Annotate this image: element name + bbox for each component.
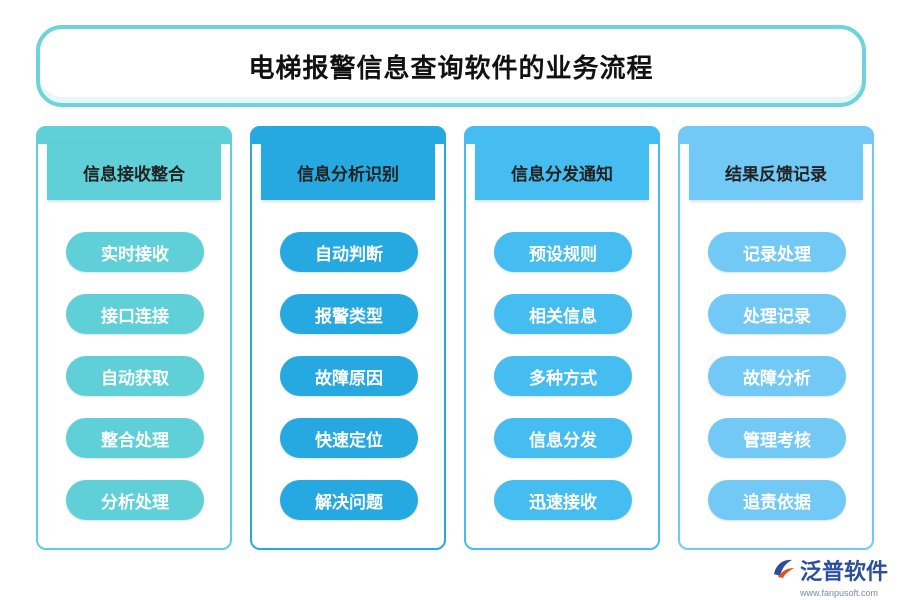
diagram-title: 电梯报警信息查询软件的业务流程 <box>248 53 654 84</box>
step-pill: 管理考核 <box>708 418 846 458</box>
step-pill: 实时接收 <box>66 232 204 272</box>
column-result-feedback: 结果反馈记录 记录处理 处理记录 故障分析 管理考核 追责依据 <box>678 126 874 550</box>
brand-name: 泛普软件 <box>799 560 888 585</box>
step-pill: 故障原因 <box>280 356 418 396</box>
step-pill: 预设规则 <box>494 232 632 272</box>
step-pill: 解决问题 <box>280 480 418 520</box>
column-cap <box>250 126 446 144</box>
fanpu-logo-icon <box>770 556 796 584</box>
column-info-analysis: 信息分析识别 自动判断 报警类型 故障原因 快速定位 解决问题 <box>250 126 446 550</box>
step-pill: 相关信息 <box>494 294 632 334</box>
column-info-receive: 信息接收整合 实时接收 接口连接 自动获取 整合处理 分析处理 <box>36 126 232 550</box>
column-header: 信息分析识别 <box>261 144 435 200</box>
step-pill: 整合处理 <box>66 418 204 458</box>
step-pill: 接口连接 <box>66 294 204 334</box>
column-header: 信息分发通知 <box>475 144 649 200</box>
step-pill: 追责依据 <box>708 480 846 520</box>
column-cap <box>36 126 232 144</box>
step-pill: 自动判断 <box>280 232 418 272</box>
step-pill: 分析处理 <box>66 480 204 520</box>
column-header: 信息接收整合 <box>47 144 221 200</box>
title-banner: 电梯报警信息查询软件的业务流程 <box>36 25 866 107</box>
step-pill: 处理记录 <box>708 294 846 334</box>
column-cap <box>464 126 660 144</box>
step-pill: 报警类型 <box>280 294 418 334</box>
step-pill: 迅速接收 <box>494 480 632 520</box>
step-pill: 故障分析 <box>708 356 846 396</box>
step-pill: 多种方式 <box>494 356 632 396</box>
step-pill: 快速定位 <box>280 418 418 458</box>
step-pill: 记录处理 <box>708 232 846 272</box>
column-info-distribution: 信息分发通知 预设规则 相关信息 多种方式 信息分发 迅速接收 <box>464 126 660 550</box>
step-pill: 信息分发 <box>494 418 632 458</box>
step-pill: 自动获取 <box>66 356 204 396</box>
column-cap <box>678 126 874 144</box>
brand-logo: 泛普软件 <box>770 554 888 586</box>
column-header: 结果反馈记录 <box>689 144 863 200</box>
brand-url: www.fanpusoft.com <box>799 588 878 598</box>
